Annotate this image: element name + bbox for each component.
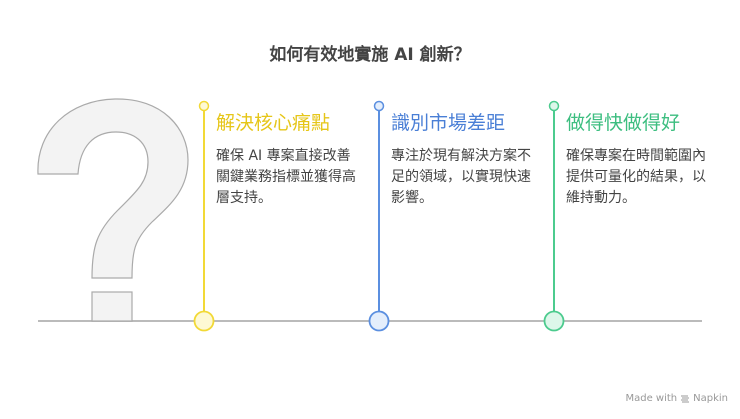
step-1-marker (193, 310, 215, 332)
step-2-marker (368, 310, 390, 332)
step-1-heading: 解決核心痛點 (216, 112, 331, 134)
step-3-description: 確保專案在時間範圍內提供可量化的結果，以維持動力。 (566, 148, 706, 206)
step-2-heading: 識別市場差距 (391, 112, 506, 134)
diagram-title: 如何有效地實施 AI 創新？ (269, 45, 471, 65)
step-3-top-dot (548, 100, 560, 112)
napkin-watermark: Made with Napkin (625, 393, 728, 404)
napkin-brand-label: Napkin (693, 393, 728, 404)
step-3-heading: 做得快做得好 (566, 112, 681, 134)
step-2-description: 專注於現有解決方案不足的領域，以實現快速影響。 (391, 148, 531, 206)
step-2-top-dot (373, 100, 385, 112)
step-3-marker (543, 310, 565, 332)
step-1-top-dot (198, 100, 210, 112)
made-with-label: Made with (625, 393, 678, 404)
question-mark-icon (37, 98, 189, 322)
napkin-logo-icon (681, 395, 690, 402)
step-1-description: 確保 AI 專案直接改善關鍵業務指標並獲得高層支持。 (216, 148, 356, 206)
